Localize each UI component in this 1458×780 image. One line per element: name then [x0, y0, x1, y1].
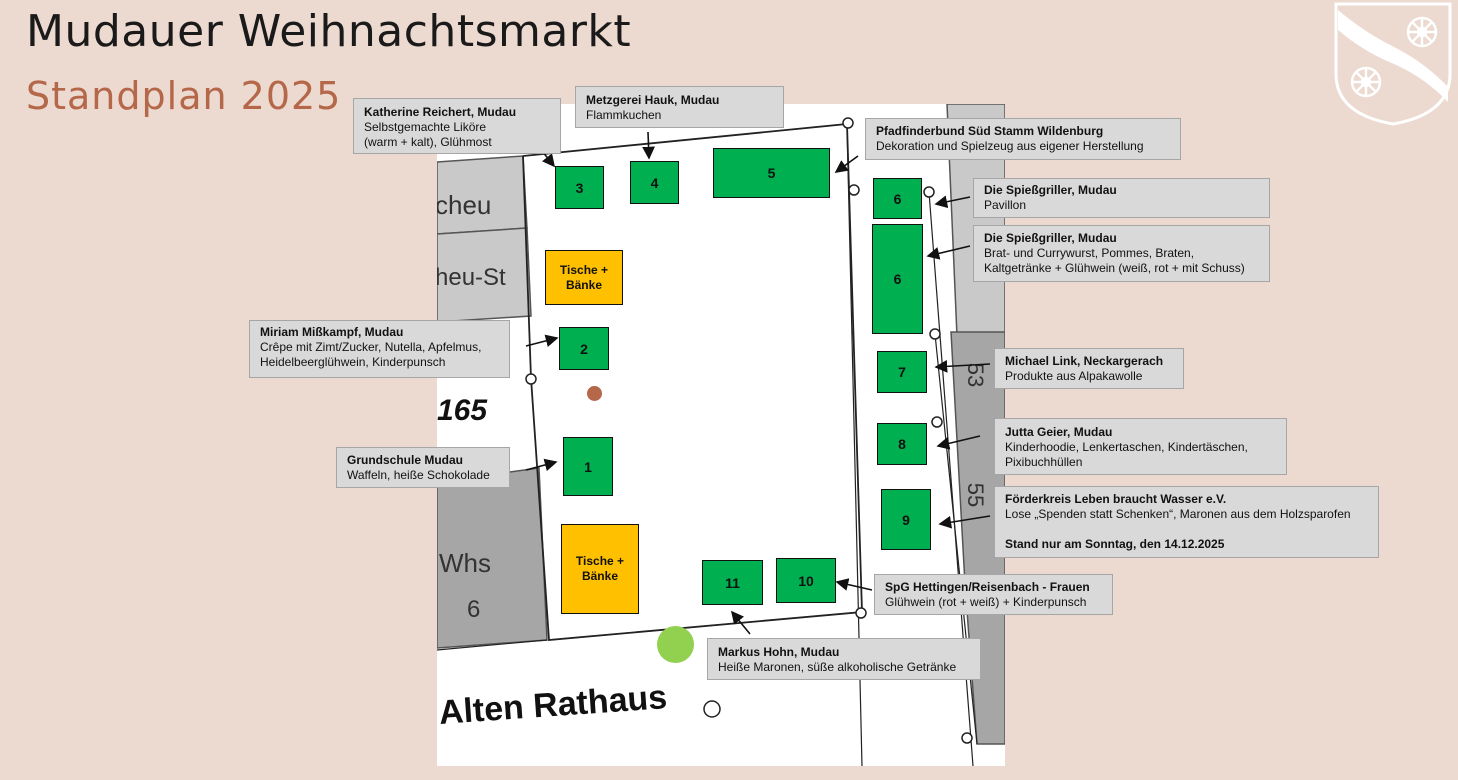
coat-of-arms-icon [1334, 2, 1452, 126]
stand-2[interactable]: 2 [559, 327, 609, 370]
vendor-desc-line1: Lose „Spenden statt Schenken“, Maronen a… [1005, 507, 1351, 521]
stand-3[interactable]: 3 [555, 166, 604, 209]
arrow-link [934, 359, 991, 373]
label-box-pfadfinder: Pfadfinderbund Süd Stamm Wildenburg Deko… [865, 118, 1181, 160]
stand-9[interactable]: 9 [881, 489, 931, 550]
vendor-desc-line1: Kinderhoodie, Lenkertaschen, Kindertäsch… [1005, 440, 1248, 454]
vendor-desc-line1: Pavillon [984, 198, 1027, 212]
vendor-desc-line2: (warm + kalt), Glühmost [364, 135, 492, 149]
spacer [1005, 522, 1368, 537]
vendor-desc-line1: Produkte aus Alpakawolle [1005, 369, 1143, 383]
vendor-desc-line2: Heidelbeerglühwein, Kinderpunsch [260, 355, 446, 369]
vendor-desc-line2: Kaltgetränke + Glühwein (weiß, rot + mit… [984, 261, 1245, 275]
vendor-name: Markus Hohn, Mudau [718, 645, 840, 659]
map-label-scheu-st: heu-St [437, 264, 506, 291]
vendor-desc-line1: Flammkuchen [586, 108, 662, 122]
map-label-whs: Whs [439, 548, 491, 578]
map-label-165: 165 [437, 394, 488, 427]
page-subtitle: Standplan 2025 [26, 74, 342, 118]
vendor-name: Die Spießgriller, Mudau [984, 231, 1117, 245]
stand-11[interactable]: 11 [702, 560, 763, 605]
arrow-spg [835, 578, 873, 591]
stand-4[interactable]: 4 [630, 161, 679, 204]
stand-10[interactable]: 10 [776, 558, 836, 603]
stand-7[interactable]: 7 [877, 351, 927, 393]
vendor-name: Jutta Geier, Mudau [1005, 425, 1113, 439]
vendor-name: Katherine Reichert, Mudau [364, 105, 517, 119]
tables-label-line2: Bänke [581, 569, 618, 583]
arrow-spiess1 [934, 195, 971, 209]
arrow-geier [936, 435, 981, 450]
vendor-desc-line1: Dekoration und Spielzeug aus eigener Her… [876, 139, 1144, 153]
label-box-hohn: Markus Hohn, Mudau Heiße Maronen, süße a… [707, 638, 981, 680]
vendor-name: Metzgerei Hauk, Mudau [586, 93, 720, 107]
vendor-desc-line1: Waffeln, heiße Schokolade [347, 468, 490, 482]
stand-8[interactable]: 8 [877, 423, 927, 465]
vendor-name: Michael Link, Neckargerach [1005, 354, 1164, 368]
vendor-desc-line1: Glühwein (rot + weiß) + Kinderpunsch [885, 595, 1087, 609]
stand-6[interactable]: 6 [872, 224, 923, 334]
vendor-desc-line2: Pixibuchhüllen [1005, 455, 1083, 469]
arrow-hauk [642, 131, 655, 160]
map-label-scheu: cheu [437, 190, 492, 220]
tables-label-line2: Bänke [565, 277, 602, 292]
arrow-foerderkreis [938, 515, 991, 529]
vendor-name: Miriam Mißkampf, Mudau [260, 325, 404, 339]
stand-5[interactable]: 5 [713, 148, 830, 198]
vendor-desc-line1: Crêpe mit Zimt/Zucker, Nutella, Apfelmus… [260, 340, 482, 354]
vendor-name: Förderkreis Leben braucht Wasser e.V. [1005, 492, 1227, 506]
label-box-foerderkreis: Förderkreis Leben braucht Wasser e.V. Lo… [994, 486, 1379, 558]
vendor-name: Pfadfinderbund Süd Stamm Wildenburg [876, 124, 1104, 138]
vendor-desc-line1: Brat- und Currywurst, Pommes, Braten, [984, 246, 1195, 260]
tables-label-line1: Tische + [559, 262, 609, 277]
tables-label-line1: Tische + [575, 554, 625, 568]
vendor-name: Grundschule Mudau [347, 453, 464, 467]
arrow-misskampf [525, 334, 559, 347]
stand-6-pavillon[interactable]: 6 [873, 178, 922, 219]
vendor-note: Stand nur am Sonntag, den 14.12.2025 [1005, 537, 1225, 551]
stand-1[interactable]: 1 [563, 437, 613, 496]
label-box-hauk: Metzgerei Hauk, Mudau Flammkuchen [575, 86, 784, 128]
label-box-spiessgriller-pavillon: Die Spießgriller, Mudau Pavillon [973, 178, 1270, 218]
label-box-grundschule: Grundschule Mudau Waffeln, heiße Schokol… [336, 447, 510, 488]
vendor-desc-line1: Heiße Maronen, süße alkoholische Getränk… [718, 660, 957, 674]
vendor-name: SpG Hettingen/Reisenbach - Frauen [885, 580, 1090, 594]
vendor-desc-line1: Selbstgemachte Liköre [364, 120, 487, 134]
arrow-spiess2 [926, 245, 971, 260]
label-box-link: Michael Link, Neckargerach Produkte aus … [994, 348, 1184, 389]
page-title: Mudauer Weihnachtsmarkt [26, 6, 632, 57]
tables-benches-2[interactable]: Tische +Bänke [561, 524, 639, 614]
green-marker-dot [657, 626, 694, 663]
brown-marker-dot [587, 386, 602, 401]
map-label-whs-number: 6 [467, 596, 481, 623]
label-box-spiessgriller: Die Spießgriller, Mudau Brat- und Curryw… [973, 225, 1270, 282]
label-box-reichert: Katherine Reichert, Mudau Selbstgemachte… [353, 98, 561, 154]
arrow-pfadfinder [834, 155, 859, 173]
label-box-spg: SpG Hettingen/Reisenbach - Frauen Glühwe… [874, 574, 1113, 615]
vendor-name: Die Spießgriller, Mudau [984, 183, 1117, 197]
label-box-misskampf: Miriam Mißkampf, Mudau Crêpe mit Zimt/Zu… [249, 320, 510, 378]
arrow-hohn [730, 610, 751, 635]
label-box-geier: Jutta Geier, Mudau Kinderhoodie, Lenkert… [994, 418, 1287, 475]
arrow-grundschule [525, 458, 558, 472]
tables-benches-1[interactable]: Tische +Bänke [545, 250, 623, 305]
